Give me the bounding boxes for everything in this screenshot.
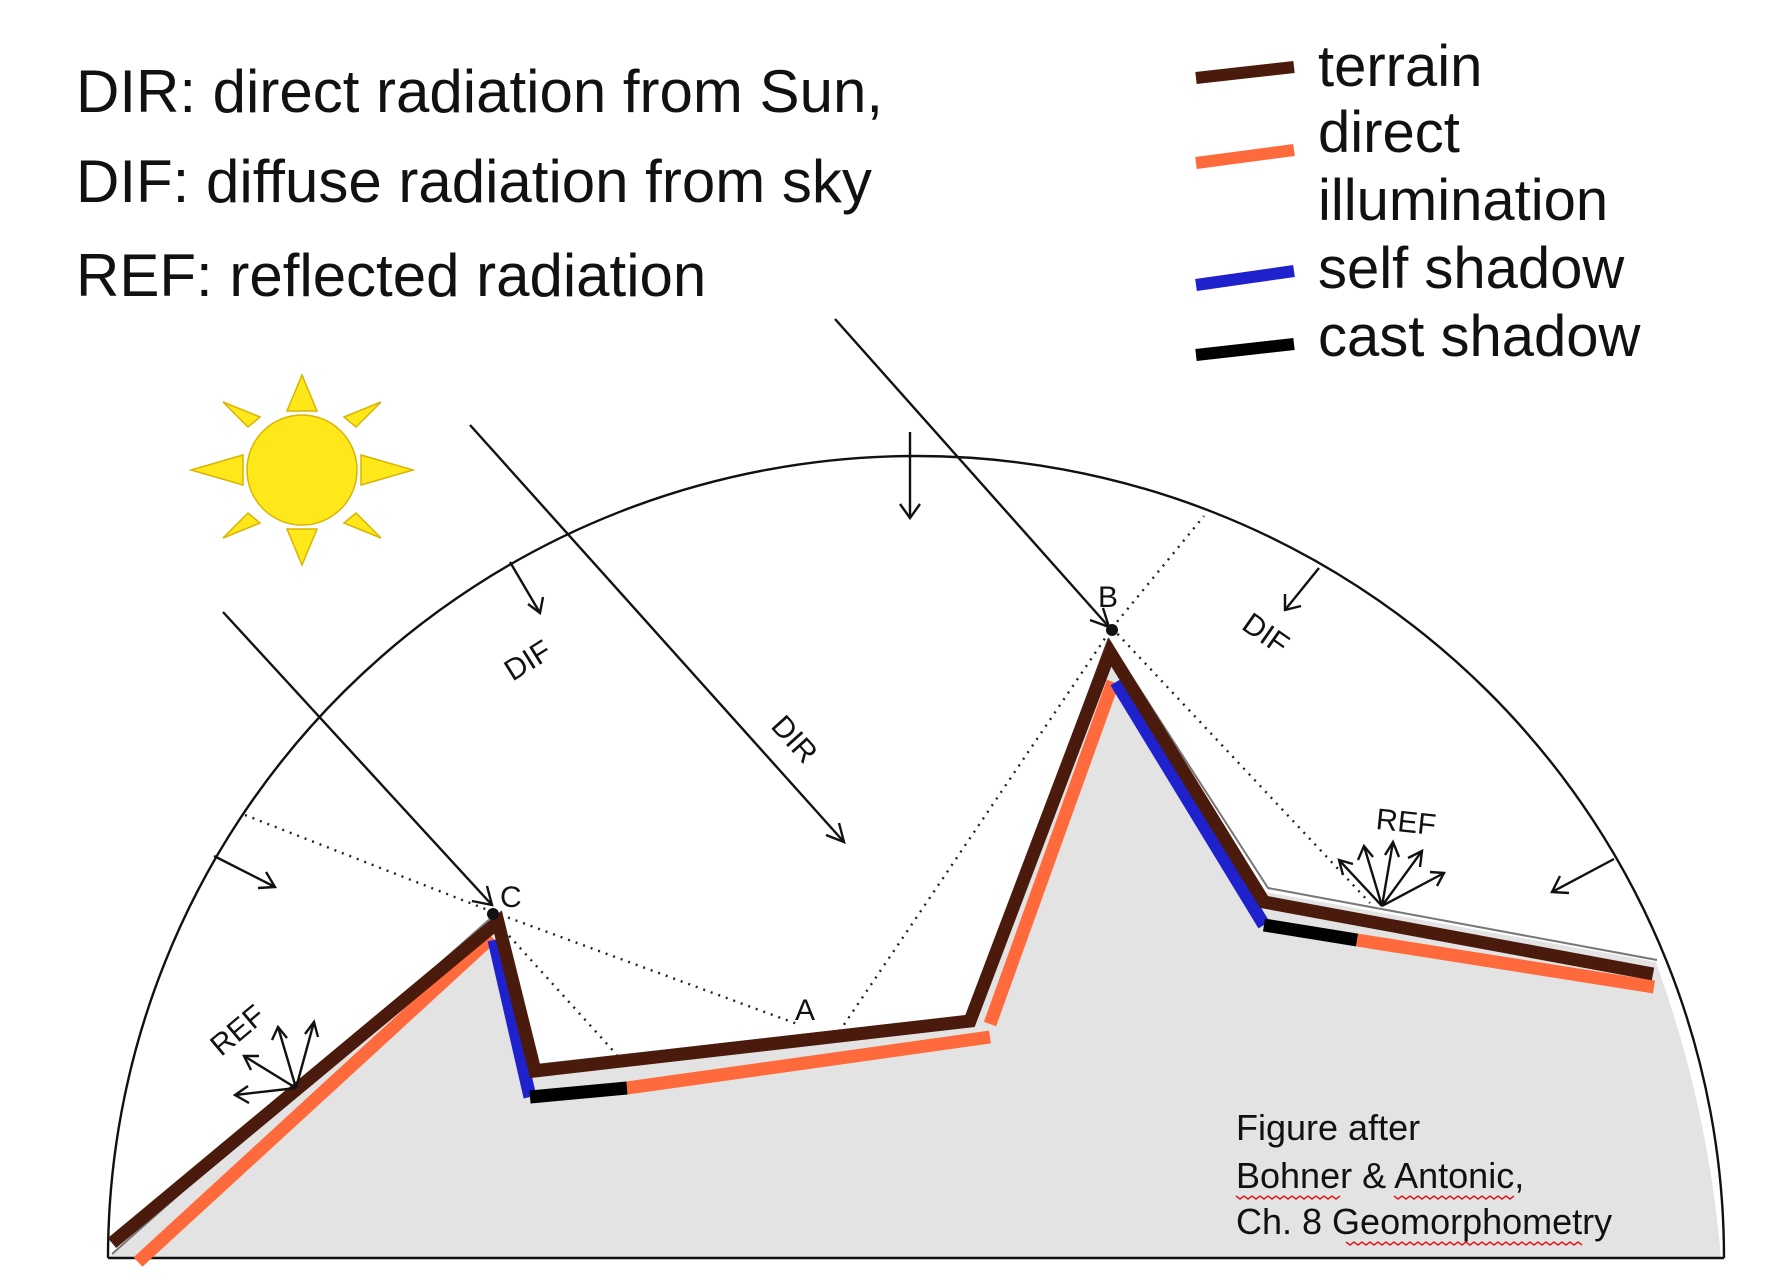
- label-dir: DIR: [765, 709, 824, 769]
- legend-swatch-terrain: [1195, 61, 1295, 84]
- spellcheck-underline-antonic: [1393, 1195, 1515, 1200]
- legend-label-self-shadow: self shadow: [1318, 236, 1625, 301]
- sky-hemisphere: [106, 454, 1726, 1259]
- credit-line-3: Ch. 8 Geomorphometry: [1236, 1201, 1612, 1242]
- label-ref-left: REF: [204, 999, 271, 1063]
- credit-line-2: Bohner & Antonic,: [1236, 1155, 1524, 1196]
- sun-icon: [188, 373, 416, 567]
- label-dif-right: DIF: [1236, 607, 1295, 662]
- legend-label-direct: direct: [1318, 100, 1460, 165]
- figure-credit: Figure after Bohner & Antonic, Ch. 8 Geo…: [1236, 1107, 1612, 1242]
- spellcheck-underline-bohner: [1235, 1195, 1341, 1200]
- legend-swatch-direct-illumination: [1195, 144, 1295, 169]
- terrain-ground-fill: [108, 642, 1721, 1258]
- legend: terrain direct illumination self shadow …: [1195, 34, 1642, 369]
- label-point-a: A: [795, 994, 815, 1027]
- definition-dir: DIR: direct radiation from Sun,: [76, 58, 883, 125]
- terrain-profile: [107, 637, 1655, 1248]
- definition-dif: DIF: diffuse radiation from sky: [76, 148, 872, 215]
- label-dif-left: DIF: [499, 634, 557, 688]
- label-point-b: B: [1098, 581, 1118, 614]
- label-point-c: C: [500, 881, 522, 914]
- cast-shadow-segments: [529, 918, 1359, 1104]
- legend-label-terrain: terrain: [1318, 34, 1482, 99]
- legend-swatch-cast-shadow: [1195, 338, 1295, 361]
- credit-line-1: Figure after: [1236, 1107, 1420, 1148]
- spellcheck-underline-geomorphometry: [1345, 1241, 1583, 1246]
- radiation-arrows: [213, 318, 1615, 1105]
- self-shadow-segments: [487, 678, 1270, 1099]
- definition-ref: REF: reflected radiation: [76, 242, 706, 309]
- label-ref-right: REF: [1374, 803, 1437, 842]
- point-c-marker: [487, 908, 499, 920]
- legend-label-illumination: illumination: [1318, 168, 1608, 233]
- horizon-lines: [244, 515, 1371, 1056]
- direct-illumination-segments: [133, 679, 1656, 1267]
- legend-swatch-self-shadow: [1195, 265, 1295, 291]
- legend-label-cast-shadow: cast shadow: [1318, 304, 1642, 369]
